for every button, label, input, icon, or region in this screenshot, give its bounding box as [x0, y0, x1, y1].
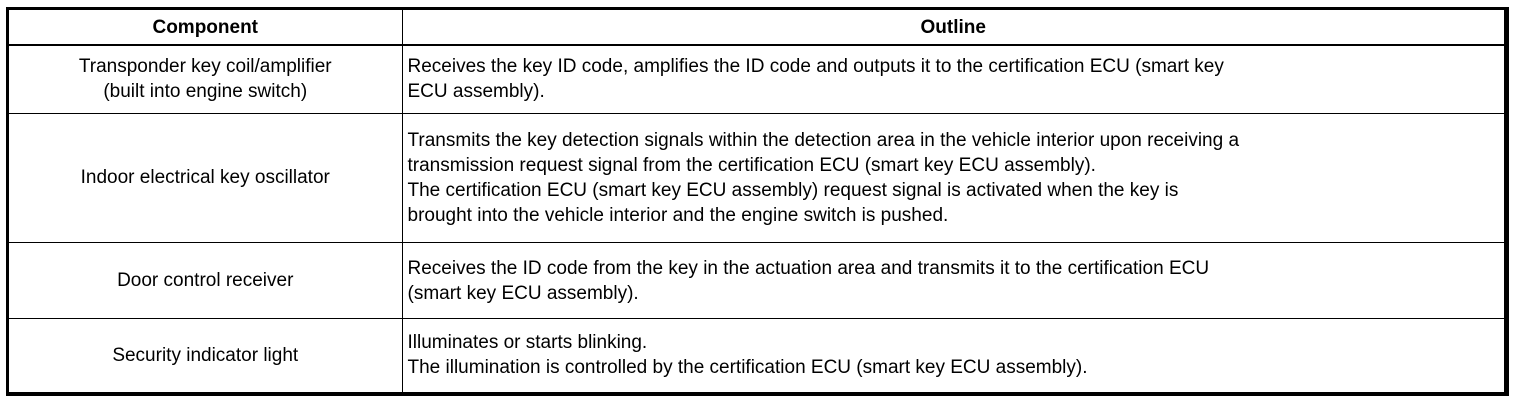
- outline-text: Illuminates or starts blinking.: [407, 332, 648, 354]
- header-row: Component Outline: [9, 10, 1504, 46]
- component-outline-table-frame: Component Outline Transponder key coil/a…: [6, 7, 1509, 396]
- component-text: Indoor electrical key oscillator: [80, 167, 330, 189]
- header-component: Component: [9, 10, 403, 46]
- component-outline-table: Component Outline Transponder key coil/a…: [9, 10, 1504, 392]
- header-outline: Outline: [401, 10, 1504, 46]
- outline-text: (smart key ECU assembly).: [407, 282, 639, 304]
- outline-text: Receives the key ID code, amplifies the …: [407, 56, 1224, 78]
- outline-text: ECU assembly).: [407, 81, 545, 103]
- outline-text: Receives the ID code from the key in the…: [407, 257, 1210, 279]
- component-cell: Door control receiver: [9, 242, 403, 319]
- outline-text: The illumination is controlled by the ce…: [407, 357, 1088, 379]
- outline-cell: Receives the ID code from the key in the…: [401, 242, 1504, 319]
- outline-text: transmission request signal from the cer…: [407, 154, 1096, 176]
- outline-text: The certification ECU (smart key ECU ass…: [407, 179, 1179, 201]
- outline-cell: Transmits the key detection signals with…: [401, 112, 1504, 244]
- component-cell: Security indicator light: [9, 317, 403, 392]
- outline-cell: Illuminates or starts blinking. The illu…: [401, 317, 1504, 392]
- component-text: Transponder key coil/amplifier: [78, 56, 332, 78]
- component-text: Security indicator light: [112, 344, 299, 366]
- table-row: Transponder key coil/amplifier (built in…: [9, 44, 1504, 114]
- component-text: (built into engine switch): [103, 81, 308, 103]
- component-cell: Indoor electrical key oscillator: [9, 112, 403, 244]
- table-row: Door control receiver Receives the ID co…: [9, 242, 1504, 319]
- component-cell: Transponder key coil/amplifier (built in…: [9, 44, 403, 114]
- outline-text: Transmits the key detection signals with…: [407, 129, 1240, 151]
- outline-text: brought into the vehicle interior and th…: [407, 204, 949, 226]
- table-row: Indoor electrical key oscillator Transmi…: [9, 112, 1504, 244]
- component-text: Door control receiver: [117, 270, 294, 292]
- outline-cell: Receives the key ID code, amplifies the …: [401, 44, 1504, 114]
- table-row: Security indicator light Illuminates or …: [9, 317, 1504, 392]
